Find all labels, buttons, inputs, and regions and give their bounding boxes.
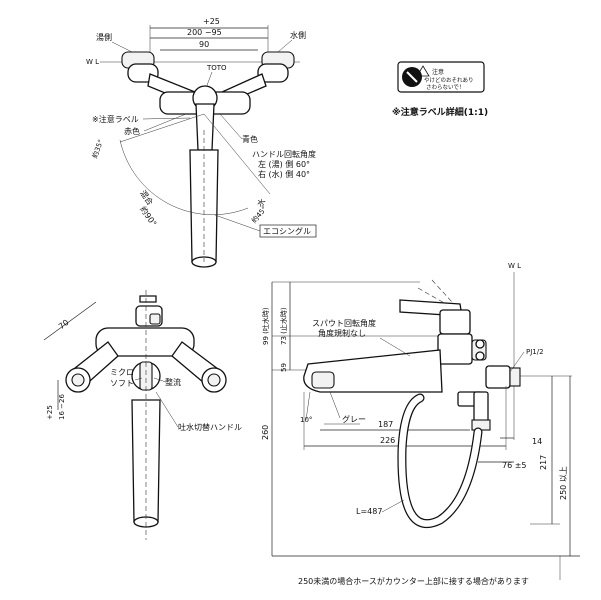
label-blue: 青色 [242,134,258,144]
label-about-90: 約90° [138,204,159,228]
side-body-top [439,309,471,335]
label-wl-side: W L [508,262,521,270]
handle-angle-title: ハンドル回転角度 [252,149,316,159]
dim-76: 76 ±5 [502,461,527,470]
top-view: +25 200 −95 90 湯側 水側 W L TOTO [86,17,317,268]
label-gray: グレー [342,414,366,424]
footnote: 250未満の場合ホースがカウンター上部に接する場合があります [298,576,529,586]
label-soft: ソフト [110,379,134,388]
label-hot-side: 湯側 [96,32,112,42]
front-body [95,327,195,357]
caution-label-detail: 注意 やけどのおそれあり さわらないで！ ※注意ラベル詳細(1:1) [392,61,488,118]
handle-lever [195,103,215,151]
caution-line1: やけどのおそれあり [424,76,474,84]
dim-59: 59 [280,363,288,372]
side-view: W L 99 (吐水時) 73 (止水時) 59 260 PJ1/2 スパウト回… [261,262,580,580]
dim-line-70 [43,301,97,341]
side-spout [303,349,443,393]
caution-title: 注意 [432,68,444,76]
right-eccentric [257,63,289,83]
handle-rotation-arc [119,139,249,215]
label-wl-top: W L [86,58,99,66]
label-seiryu: 整流 [165,377,181,387]
label-micro: ミクロ [110,368,134,377]
side-wall-connection [485,365,511,389]
dim-front-16-26: 16 −26 [58,394,66,420]
dim-187: 187 [378,420,393,429]
hose-outline [397,393,483,529]
label-about-35: 約35° [90,138,105,159]
handle-angle-hot: 左 (湯) 側 60° [258,159,310,169]
label-cold-side: 水側 [290,30,306,40]
spout-angle-2: 角度規制なし [318,328,366,338]
dim-73: 73 (止水時) [279,307,288,345]
dim-14: 14 [532,437,542,446]
label-red: 赤色 [124,126,140,136]
warning-triangle-icon [416,65,430,77]
caution-caption: ※注意ラベル詳細(1:1) [392,106,488,118]
label-10deg: 10° [300,416,312,424]
label-switch-handle: 吐水切替ハンドル [178,422,242,432]
dim-260: 260 [261,425,270,440]
label-toto: TOTO [206,64,227,72]
hose [398,394,482,527]
dim-99: 99 (吐水時) [261,307,270,345]
caution-line2: さわらないで！ [426,84,464,91]
handle-angle-cold: 右 (水) 側 40° [258,169,310,179]
caution-label-frame [397,61,485,93]
eco-single-label: エコシングル [263,226,311,236]
dim-217: 217 [539,455,548,470]
side-body [437,333,473,365]
label-pj: PJ1/2 [526,348,544,356]
dim-front-25: +25 [46,405,54,420]
dim-plus25: +25 [203,17,220,26]
dim-90: 90 [199,40,209,49]
label-mixed: 混合 [138,188,155,207]
label-caution-pointer: ※注意ラベル [92,114,139,124]
front-view: 70 +25 16 −26 ミクロ ソフト 整流 吐水切替ハンドル [43,290,242,540]
dim-200-95: 200 −95 [187,28,222,37]
dim-226: 226 [380,436,395,445]
spout-angle-1: スパウト回転角度 [312,318,376,328]
dim-250: 250 以上 [559,466,568,500]
hose-length: L=487 [356,507,382,516]
